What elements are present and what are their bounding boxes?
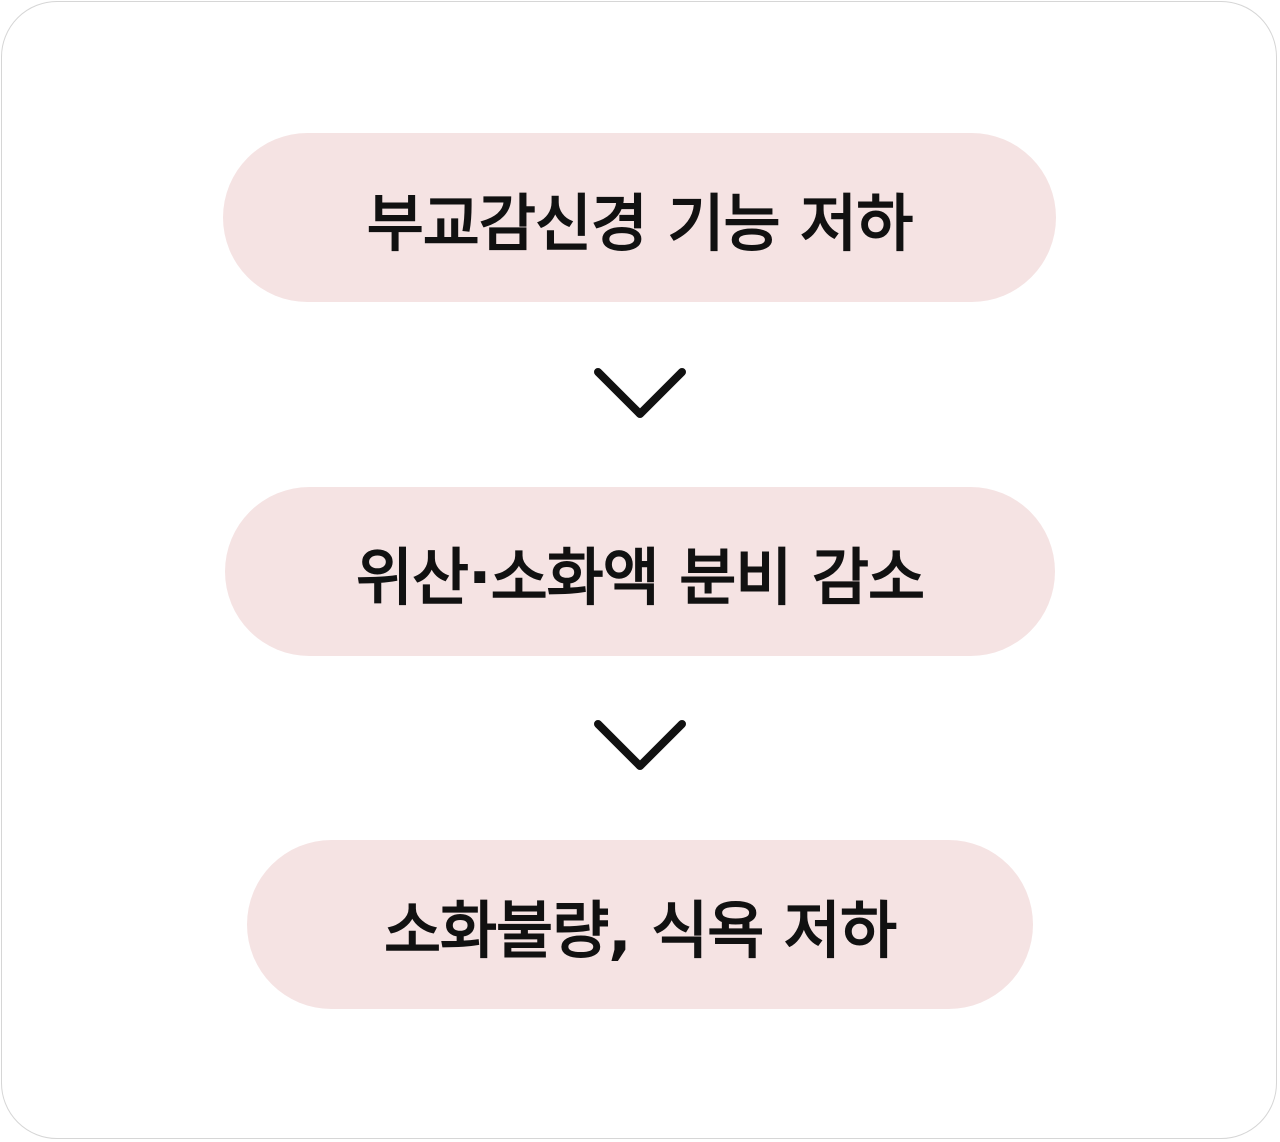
flow-step-3-label: 소화불량, 식욕 저하 <box>383 893 897 967</box>
chevron-down-icon <box>590 716 690 776</box>
flow-step-1-label: 부교감신경 기능 저하 <box>366 186 914 260</box>
flow-step-2: 위산·소화액 분비 감소 <box>225 487 1055 656</box>
flow-step-1: 부교감신경 기능 저하 <box>223 133 1056 302</box>
chevron-down-icon <box>590 364 690 424</box>
flow-step-2-label: 위산·소화액 분비 감소 <box>355 540 925 614</box>
flow-step-3: 소화불량, 식욕 저하 <box>247 840 1033 1009</box>
